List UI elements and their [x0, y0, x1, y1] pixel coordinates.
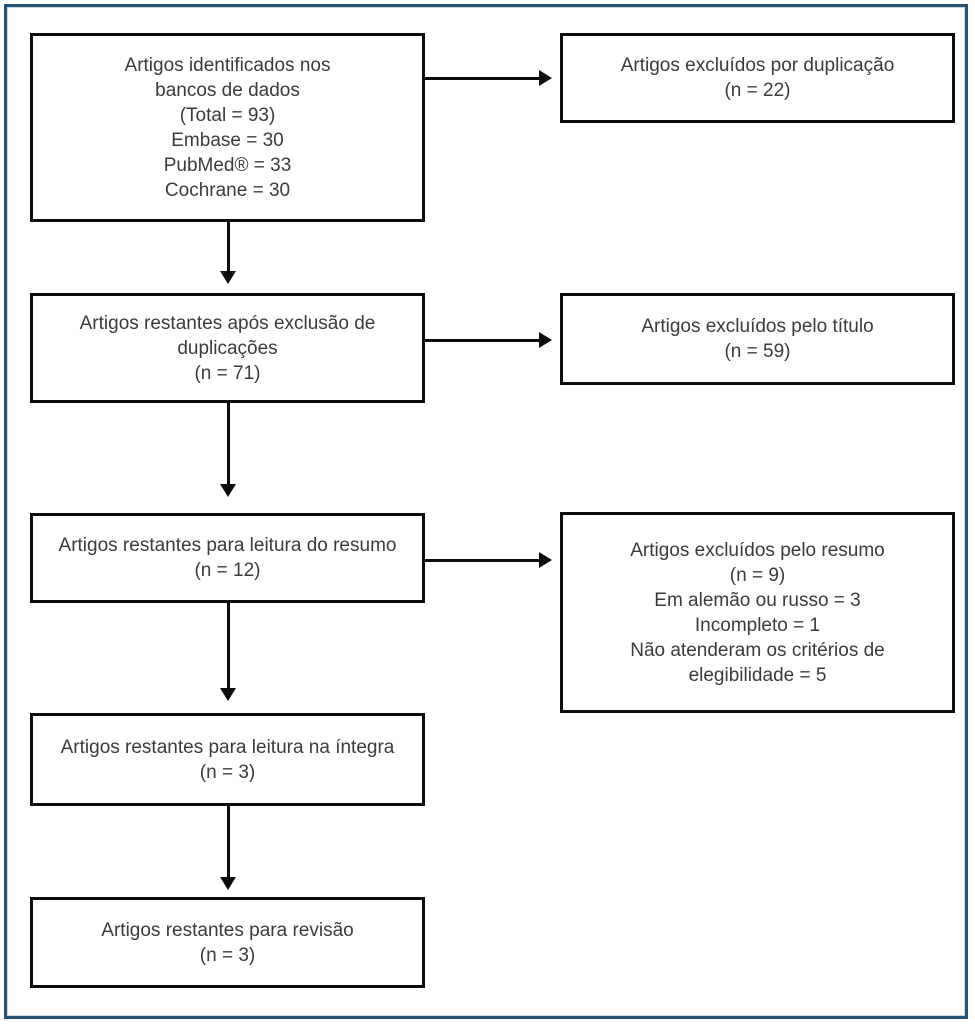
box-text-line: Artigos restantes após exclusão de	[79, 312, 376, 334]
box-text-line: (n = 71)	[194, 362, 261, 384]
flow-box-fulltext-reading: Artigos restantes para leitura na íntegr…	[30, 713, 425, 806]
down-arrow-after-duplicates-to-abstract	[220, 403, 236, 497]
arrowhead-right-icon	[539, 70, 552, 86]
box-text-line: Incompleto = 1	[694, 614, 821, 636]
arrow-shaft	[227, 222, 230, 273]
box-text-line: Não atenderam os critérios de	[630, 639, 885, 661]
down-arrow-abstract-to-fulltext	[220, 603, 236, 701]
arrowhead-down-icon	[220, 271, 236, 284]
flow-box-after-duplicates-removed: Artigos restantes após exclusão de duplic…	[30, 293, 425, 403]
arrowhead-down-icon	[220, 688, 236, 701]
arrow-shaft	[227, 603, 230, 690]
box-text-line: Artigos excluídos pelo título	[641, 316, 874, 337]
box-text-line: Cochrane = 30	[164, 179, 291, 201]
arrowhead-down-icon	[220, 484, 236, 497]
flow-box-excluded-by-abstract: Artigos excluídos pelo resumo (n = 9) Em a…	[560, 512, 955, 713]
box-text-line: Artigos excluídos pelo resumo	[630, 539, 885, 561]
arrow-shaft	[425, 339, 540, 342]
arrowhead-right-icon	[539, 552, 552, 568]
box-text-line: Artigos restantes para leitura na íntegr…	[60, 736, 395, 758]
arrowhead-down-icon	[220, 877, 236, 890]
arrow-shaft	[425, 559, 540, 562]
box-text-line: bancos de dados	[155, 79, 300, 101]
box-text-line: PubMed® = 33	[163, 154, 292, 176]
down-arrow-fulltext-to-review	[220, 806, 236, 890]
box-text-line: (n = 12)	[194, 560, 261, 581]
flow-box-final-review: Artigos restantes para revisão (n = 3)	[30, 897, 425, 988]
right-arrow-to-excluded-title	[425, 332, 552, 348]
box-text-line: (n = 22)	[724, 80, 791, 101]
box-text-line: Artigos excluídos por duplicação	[620, 55, 895, 76]
flow-box-excluded-by-title: Artigos excluídos pelo título (n = 59)	[560, 293, 955, 385]
box-text-line: (n = 9)	[729, 564, 786, 586]
box-text-line: Artigos restantes para leitura do resumo	[58, 535, 397, 556]
arrow-shaft	[425, 77, 540, 80]
box-text-line: Artigos identificados nos	[124, 54, 331, 76]
box-text-line: (n = 3)	[199, 944, 256, 966]
arrowhead-right-icon	[539, 332, 552, 348]
arrow-shaft	[227, 403, 230, 486]
down-arrow-identified-to-after-duplicates	[220, 222, 236, 284]
box-text-line: elegibilidade = 5	[688, 664, 827, 686]
right-arrow-to-excluded-duplication	[425, 70, 552, 86]
box-text-line: Em alemão ou russo = 3	[654, 589, 861, 611]
right-arrow-to-excluded-abstract	[425, 552, 552, 568]
box-text-line: (n = 3)	[199, 761, 256, 783]
flow-box-abstract-reading: Artigos restantes para leitura do resumo…	[30, 513, 425, 603]
flow-box-articles-identified: Artigos identificados nos bancos de dados…	[30, 33, 425, 222]
arrow-shaft	[227, 806, 230, 879]
box-text-line: Embase = 30	[171, 129, 284, 151]
box-text-line: duplicações	[177, 337, 278, 359]
box-text-line: Artigos restantes para revisão	[101, 919, 354, 941]
box-text-line: (Total = 93)	[179, 104, 276, 126]
box-text-line: (n = 59)	[724, 341, 791, 362]
flow-box-excluded-by-duplication: Artigos excluídos por duplicação (n = 22)	[560, 33, 955, 123]
